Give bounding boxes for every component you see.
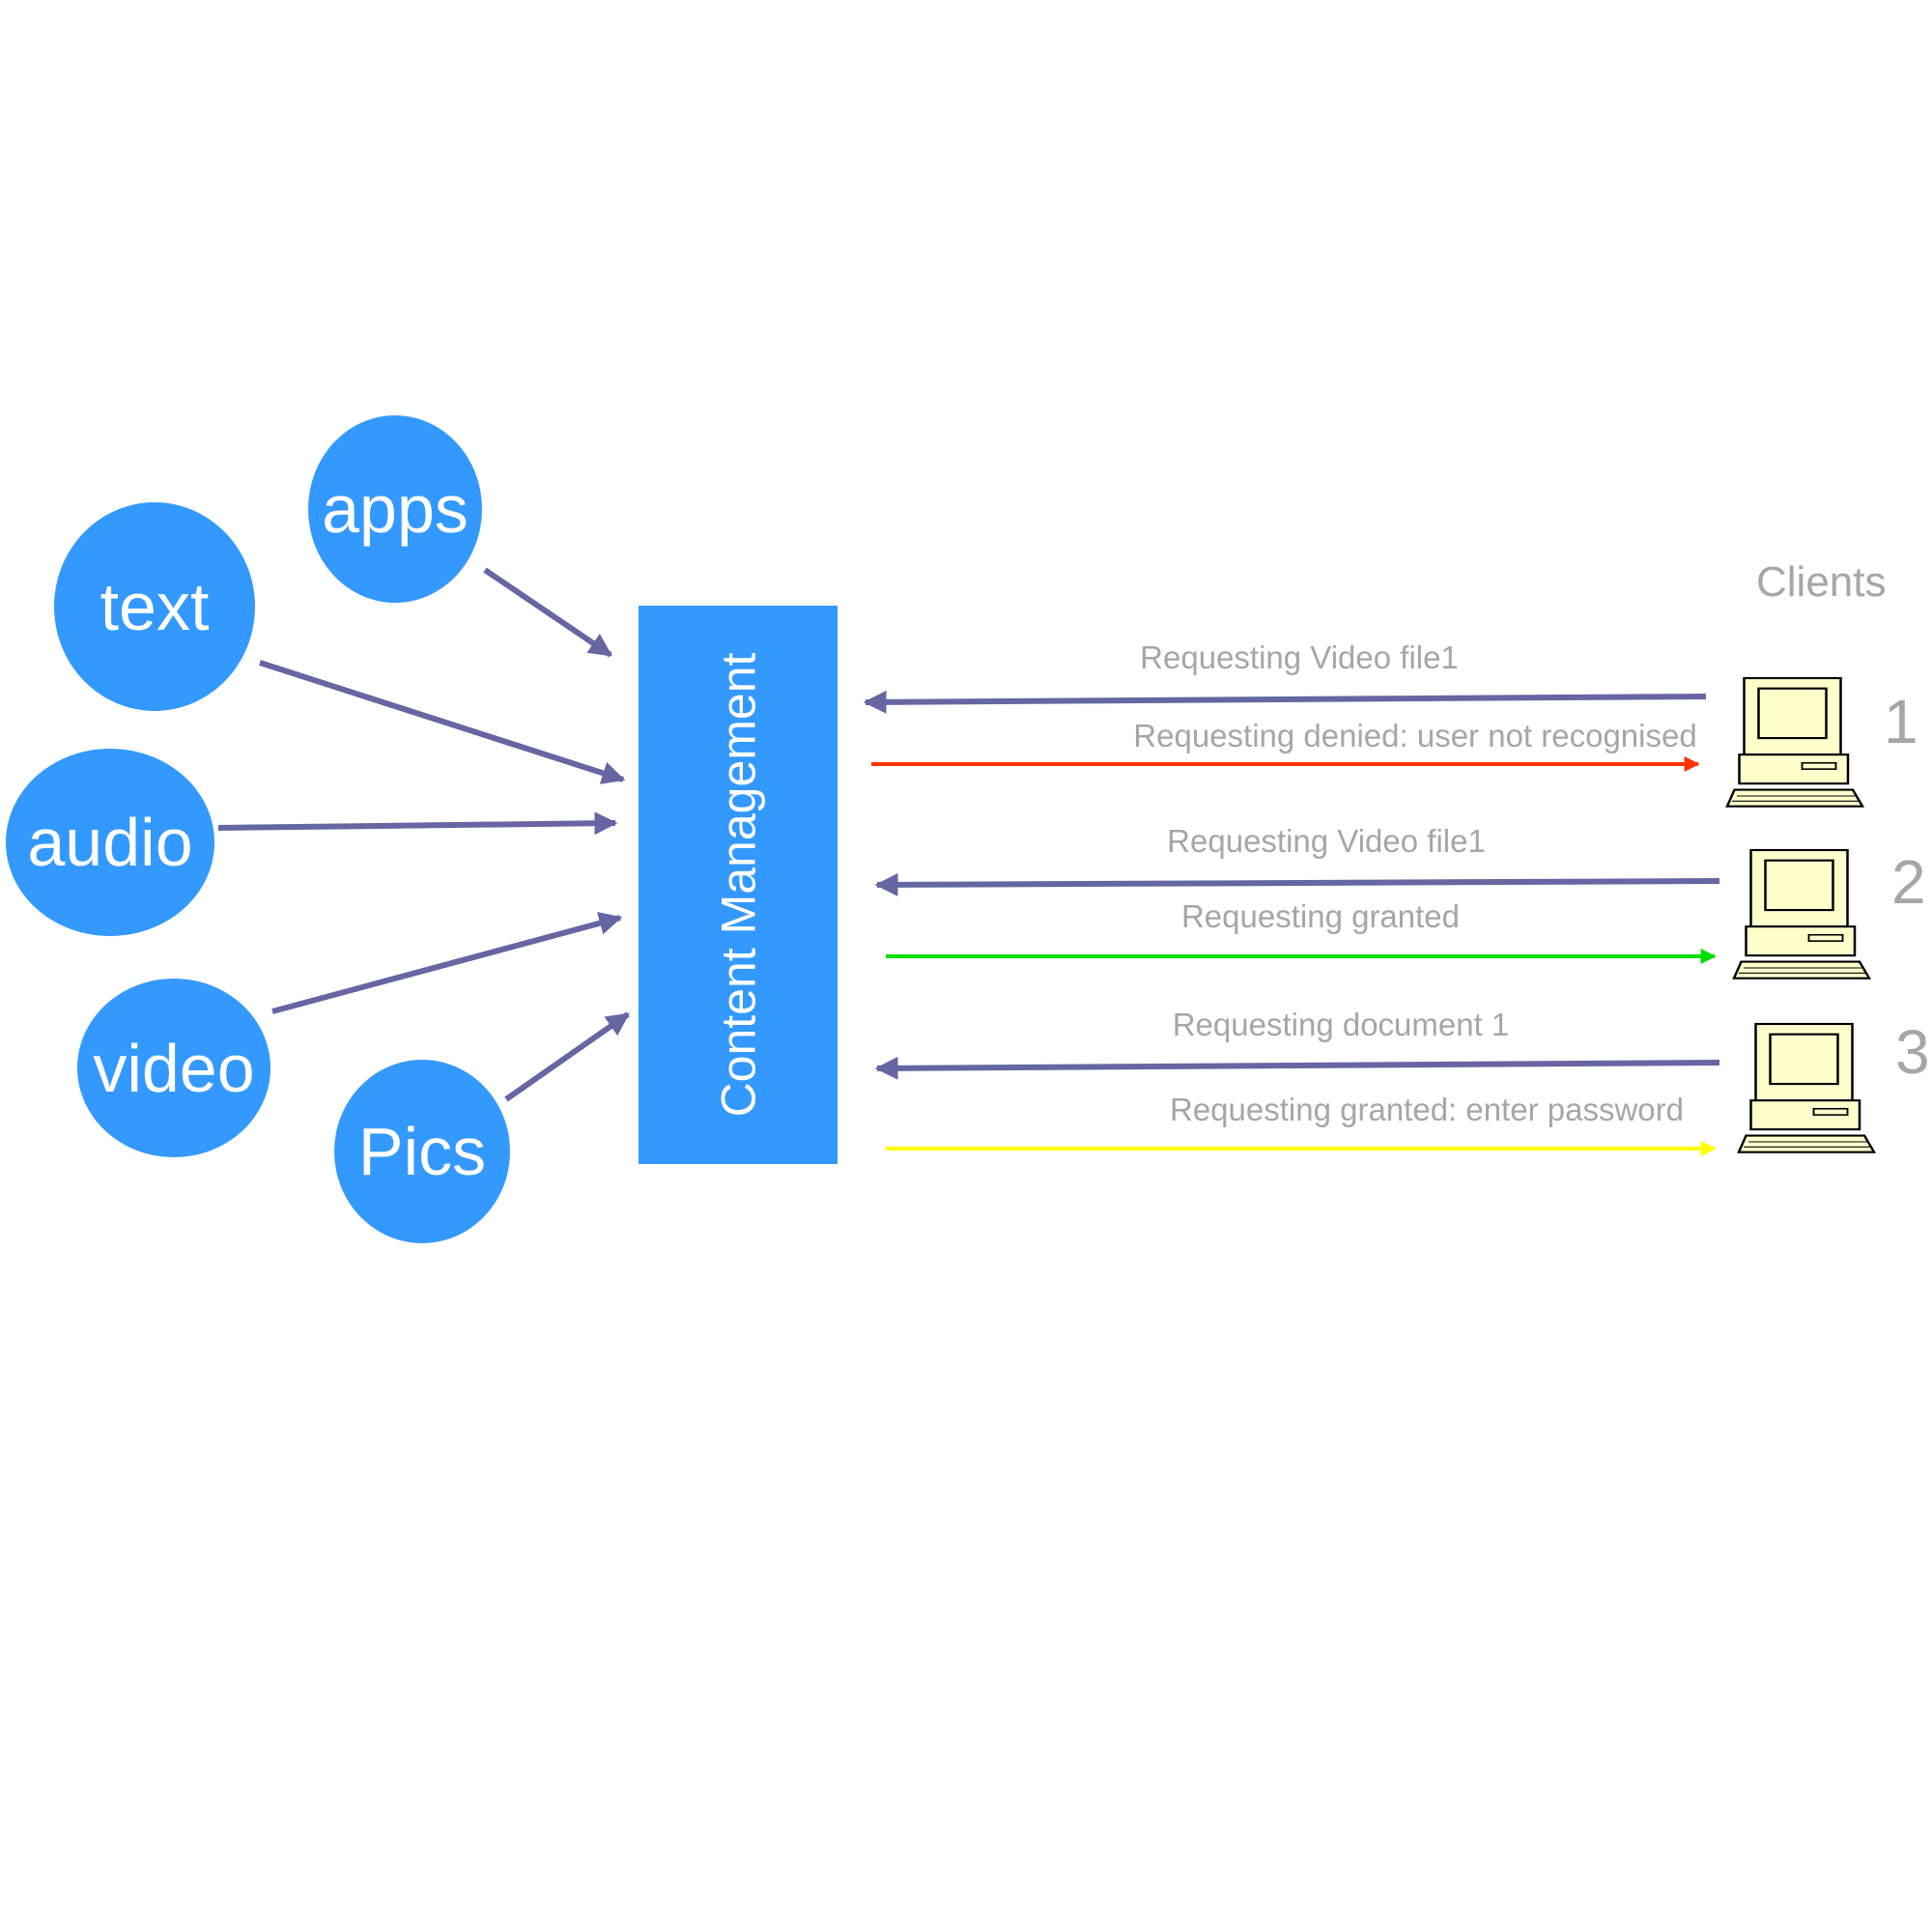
client-number-2: 2 [1891,847,1926,917]
node-video-label: video [93,1030,255,1106]
computer-icon-client1 [1725,676,1864,808]
node-text: text [54,502,255,711]
client1-request-label: Requesting Video file1 [1140,639,1459,675]
arrow-client2-request [874,872,1720,896]
arrow-audio-to-cm [217,811,618,836]
arrow-client3-request [874,1056,1720,1080]
node-text-label: text [99,569,210,644]
arrow-client1-request [863,690,1707,714]
client3-request-label: Requesting document 1 [1172,1007,1510,1042]
node-video: video [77,979,270,1157]
client-number-3: 3 [1895,1017,1930,1087]
arrow-pics-to-cm [504,1011,630,1102]
clients-title: Clients [1756,558,1887,606]
computer-icon-client3 [1737,1022,1876,1153]
node-audio: audio [6,749,214,936]
client-number-1: 1 [1884,687,1918,756]
arrow-apps-to-cm [483,567,612,658]
node-audio-label: audio [27,805,193,880]
computer-icon-client2 [1732,848,1871,980]
node-apps: apps [308,415,482,603]
content-management-box: Content Management [639,606,838,1164]
client2-response-label: Requesting granted [1180,898,1461,934]
node-pics: Pics [334,1060,510,1243]
client2-request-label: Requesting Video file1 [1167,823,1486,859]
arrow-video-to-cm [271,912,623,1014]
client3-response-label: Requesting granted: enter password [1170,1092,1684,1127]
client1-response-label: Requesting denied: user not recognised [1133,718,1697,753]
node-apps-label: apps [322,471,469,547]
arrow-text-to-cm [259,660,626,784]
node-pics-label: Pics [357,1114,487,1189]
